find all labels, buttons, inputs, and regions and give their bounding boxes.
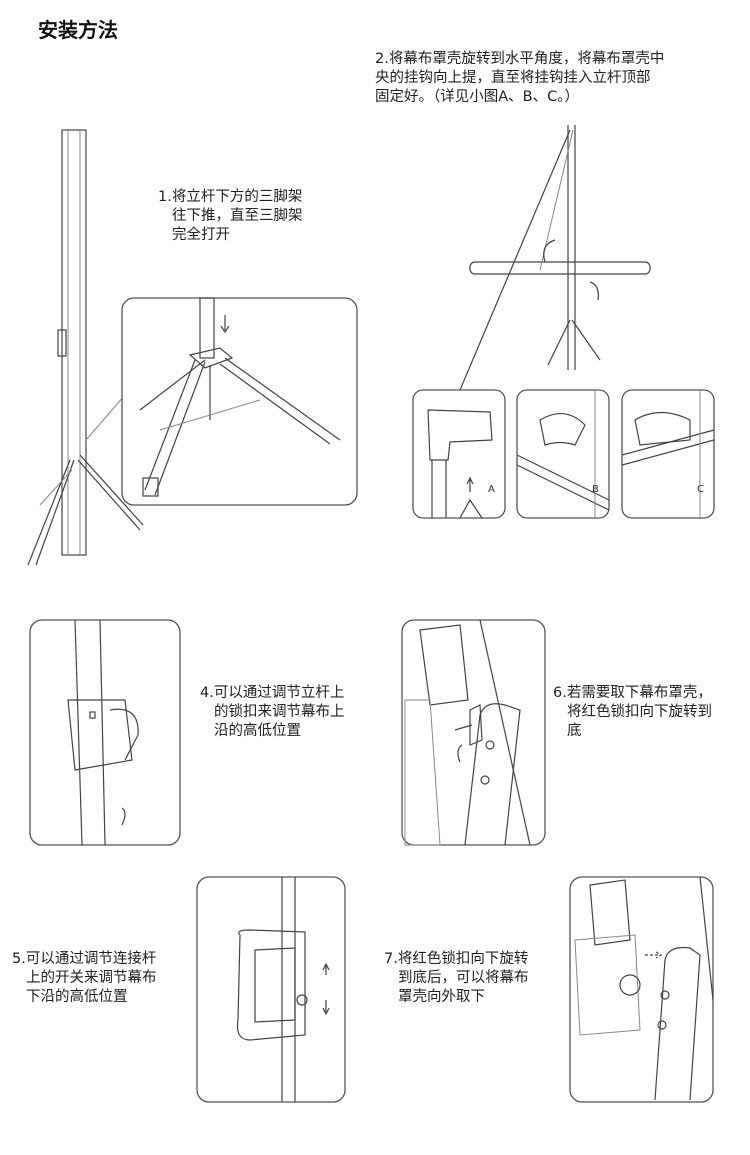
detail-inset-a: [412, 389, 506, 519]
step-1-text: 1.将立杆下方的三脚架 往下推，直至三脚架 完全打开: [158, 189, 303, 243]
connector-switch-illustration: [196, 876, 346, 1103]
detail-label-c: C: [697, 484, 704, 495]
step-6-text: 6.若需要取下幕布罩壳， 将红色锁扣向下旋转到 底: [553, 685, 712, 739]
detail-inset-c: [621, 389, 715, 519]
step-4-text: 4.可以通过调节立杆上 的锁扣来调节幕布上 沿的高低位置: [200, 685, 345, 739]
step-7-text: 7.将红色锁扣向下旋转 到底后，可以将幕布 罩壳向外取下: [384, 951, 529, 1005]
detail-label-b: B: [592, 484, 599, 495]
rotate-housing-illustration: [459, 125, 651, 391]
step-2-text: 2.将幕布罩壳旋转到水平角度，将幕布罩壳中 央的挂钩向上提，直至将挂钩挂入立杆顶…: [375, 51, 665, 105]
pole-lock-illustration: [29, 619, 181, 846]
step-5-text: 5.可以通过调节连接杆 上的开关来调节幕布 下沿的高低位置: [12, 951, 157, 1005]
red-lock-removal-illustration: [401, 619, 546, 846]
tripod-detail-inset: [121, 297, 358, 506]
page-title: 安装方法: [38, 18, 118, 42]
housing-removal-illustration: [569, 876, 714, 1103]
detail-label-a: A: [488, 484, 495, 495]
pole-with-tripod-illustration: [27, 129, 144, 566]
detail-inset-b: [516, 389, 610, 519]
